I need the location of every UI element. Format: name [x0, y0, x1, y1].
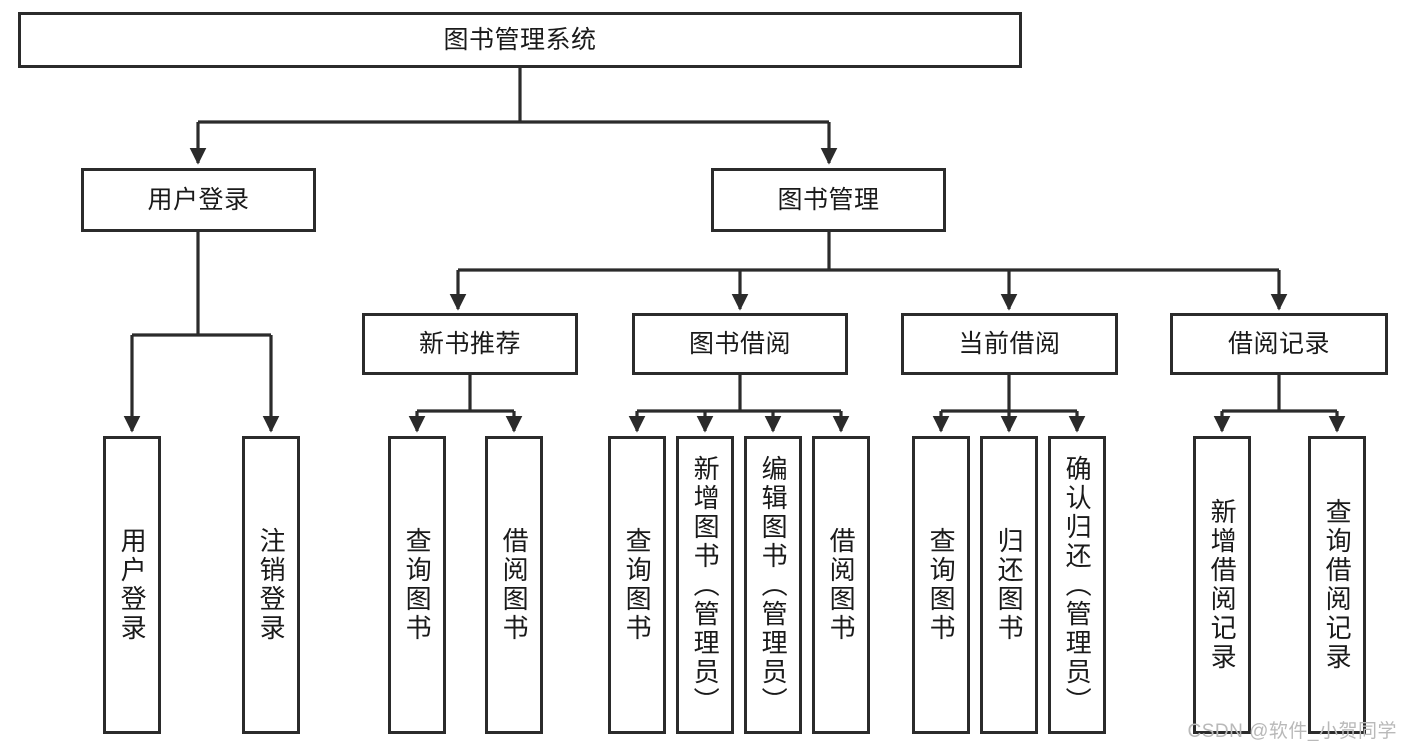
- csdn-watermark: CSDN @软件_小贺同学: [1187, 721, 1397, 742]
- node-label: 归还图书: [994, 527, 1025, 643]
- node-leaf-add-book[interactable]: 新增图书（管理员）: [676, 436, 734, 734]
- node-label: 图书借阅: [688, 329, 791, 358]
- node-leaf-borrow-book-1[interactable]: 借阅图书: [485, 436, 543, 734]
- node-leaf-logout[interactable]: 注销登录: [242, 436, 300, 734]
- node-borrow-record[interactable]: 借阅记录: [1170, 313, 1388, 375]
- node-root-system[interactable]: 图书管理系统: [18, 12, 1022, 68]
- node-label: 借阅图书: [826, 527, 857, 643]
- node-leaf-query-record[interactable]: 查询借阅记录: [1308, 436, 1366, 734]
- node-leaf-edit-book[interactable]: 编辑图书（管理员）: [744, 436, 802, 734]
- node-label: 当前借阅: [958, 329, 1061, 358]
- node-leaf-user-login[interactable]: 用户登录: [103, 436, 161, 734]
- node-leaf-borrow-book-2[interactable]: 借阅图书: [812, 436, 870, 734]
- node-label: 确认归还（管理员）: [1062, 454, 1093, 716]
- node-new-book-recommend[interactable]: 新书推荐: [362, 313, 578, 375]
- node-book-management[interactable]: 图书管理: [711, 168, 946, 232]
- node-label: 新增图书（管理员）: [690, 454, 721, 716]
- node-leaf-query-book-2[interactable]: 查询图书: [608, 436, 666, 734]
- node-leaf-return-book[interactable]: 归还图书: [980, 436, 1038, 734]
- node-label: 查询图书: [926, 527, 957, 643]
- node-leaf-add-record[interactable]: 新增借阅记录: [1193, 436, 1251, 734]
- node-label: 图书管理系统: [443, 25, 597, 54]
- node-label: 编辑图书（管理员）: [758, 454, 789, 716]
- node-label: 用户登录: [147, 185, 250, 214]
- node-label: 注销登录: [256, 527, 287, 643]
- node-current-borrow[interactable]: 当前借阅: [901, 313, 1118, 375]
- node-label: 用户登录: [117, 527, 148, 643]
- node-label: 查询借阅记录: [1322, 498, 1353, 672]
- node-label: 借阅图书: [499, 527, 530, 643]
- node-label: 借阅记录: [1227, 329, 1330, 358]
- node-label: 新书推荐: [418, 329, 521, 358]
- node-leaf-query-book-3[interactable]: 查询图书: [912, 436, 970, 734]
- node-label: 图书管理: [777, 185, 880, 214]
- node-label: 新增借阅记录: [1207, 498, 1238, 672]
- node-leaf-query-book-1[interactable]: 查询图书: [388, 436, 446, 734]
- node-book-borrow[interactable]: 图书借阅: [632, 313, 848, 375]
- node-leaf-confirm-return[interactable]: 确认归还（管理员）: [1048, 436, 1106, 734]
- node-user-login[interactable]: 用户登录: [81, 168, 316, 232]
- node-label: 查询图书: [402, 527, 433, 643]
- node-label: 查询图书: [622, 527, 653, 643]
